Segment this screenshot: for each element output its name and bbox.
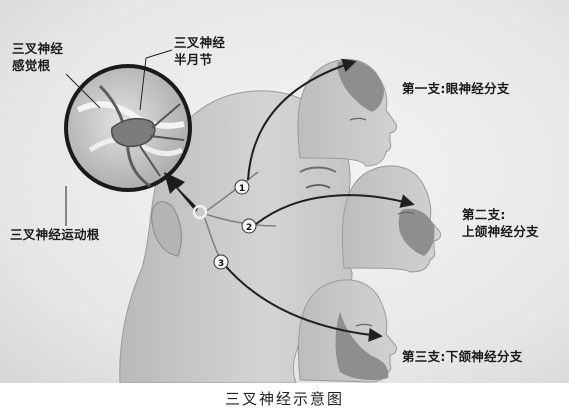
marker-1: 1 — [235, 180, 249, 194]
marker-1-number: 1 — [239, 184, 245, 194]
label-sensory-root: 三叉神经 感觉根 — [12, 40, 63, 74]
magnifier-lens — [66, 66, 190, 190]
diagram-svg: 1 2 3 — [0, 0, 569, 383]
label-branch2: 第二支: 上颌神经分支 — [462, 206, 539, 240]
marker-3: 3 — [214, 255, 228, 269]
label-ganglion: 三叉神经 半月节 — [174, 34, 225, 68]
figure-caption: 三叉神经示意图 — [0, 388, 569, 409]
marker-2-number: 2 — [246, 223, 252, 233]
marker-3-number: 3 — [218, 259, 224, 269]
label-branch3: 第三支:下颌神经分支 — [402, 348, 523, 365]
diagram-panel: 1 2 3 — [0, 0, 569, 383]
marker-2: 2 — [242, 219, 256, 233]
label-motor-root: 三叉神经运动根 — [10, 226, 100, 243]
label-branch1: 第一支:眼神经分支 — [402, 80, 510, 97]
